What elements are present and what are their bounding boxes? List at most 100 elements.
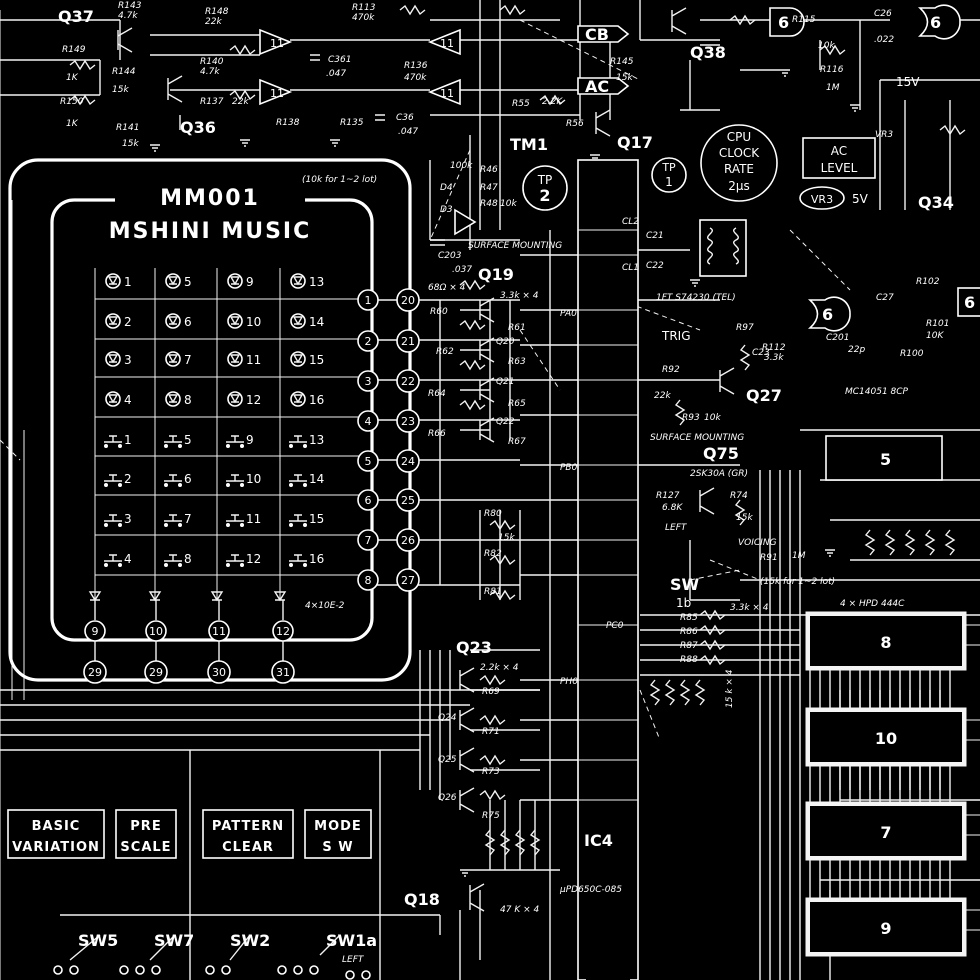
switch-contact [303,563,307,567]
connector-pin [396,449,420,473]
or-gate-6c [807,296,851,332]
row-pin-label: 3 [365,375,372,388]
matrix-switch[interactable]: 4 [104,552,132,567]
connector-pin-label: 22 [401,375,415,388]
tm1-label: TM1 [510,135,548,154]
switch-contact [104,523,108,527]
push-switch-icon [226,554,244,562]
matrix-switch[interactable]: 15 [289,512,324,527]
gate-6a-label: 6 [778,13,789,32]
matrix-led: 5 [165,273,192,289]
bottom-pin-label: 30 [212,666,226,679]
q38-label: Q38 [690,43,726,62]
r137-val: 22k [232,97,249,107]
pattern-clear-button[interactable] [202,809,294,859]
r66-ref: R66 [428,429,446,439]
matrix-led: 13 [290,273,324,289]
matrix-switch[interactable]: 16 [289,552,324,567]
switch-contact [303,444,307,448]
r48-val: 10k [500,199,517,209]
connector-pin [396,568,420,592]
switch-contact [289,563,293,567]
mode-sw-button[interactable] [304,809,372,859]
ph0-pin: PH0 [560,677,578,687]
matrix-switch[interactable]: 14 [289,472,324,487]
switch-contact [289,483,293,487]
matrix-switch[interactable]: 6 [164,472,192,487]
switch-label: 13 [309,433,324,447]
transistor-labels: Q37 Q36 Q38 Q17 Q19 Q20 Q21 Q22 Q23 Q24 … [58,7,954,909]
matrix-switch[interactable]: 13 [289,433,324,448]
row-pin-label: 2 [365,335,372,348]
q19-label: Q19 [478,265,514,284]
led-label: 15 [309,353,324,367]
switch-contact [118,444,122,448]
r135-ref: R135 [340,118,364,128]
switch-label: 6 [184,472,192,486]
switch-contact [226,563,230,567]
switch-label: 3 [124,512,132,526]
column-pin-label: 10 [149,625,163,638]
switch-contact [289,523,293,527]
matrix-switch[interactable]: 11 [226,512,261,527]
matrix-led: 10 [227,313,261,329]
front-panel-buttons: BASIC VARIATION PRE SCALE PATTERN CLEAR … [7,809,372,859]
r46-ref: R46 [480,165,498,175]
q36-label: Q36 [180,118,216,137]
c36-ref: C36 [396,113,414,123]
buffer-gate-11a [259,28,293,56]
matrix-switch[interactable]: 9 [226,433,254,448]
diode-note: 4×10E-2 [305,601,345,611]
matrix-led: 11 [227,351,261,367]
r92-ref: R92 [662,365,680,375]
led-diode-glyph [292,354,304,364]
matrix-switch[interactable]: 8 [164,552,192,567]
r55-ref: R55 [512,99,530,109]
row-pin-label: 4 [365,415,372,428]
led-icon [290,273,306,289]
vr3-badge [799,186,845,210]
matrix-switch[interactable]: 12 [226,552,261,567]
cpu-clock-rate-badge [700,124,778,202]
led-diode-glyph [107,276,119,286]
panel-model: MM001 [160,186,260,211]
c22-ref: C22 [646,261,664,271]
r93-val: 10k [704,413,721,423]
switch-contact [178,523,182,527]
push-switch-icon [289,435,307,443]
r47-ref: R47 [480,183,498,193]
basic-variation-button[interactable] [7,809,105,859]
pre-scale-line1: PRE [130,819,161,834]
r148-val: 22k [205,17,222,27]
matrix-switch[interactable]: 1 [104,433,132,448]
r143-ref: R143 [118,1,142,11]
led-icon [290,351,306,367]
matrix-switch[interactable]: 10 [226,472,261,487]
r55-val: 2.2K [542,97,563,107]
mc14051-chip [825,435,943,481]
panel-brand: MSHINI MUSIC [109,219,312,244]
matrix-switch[interactable]: 5 [164,433,192,448]
switch-label: 12 [246,552,261,566]
matrix-switch[interactable]: 2 [104,472,132,487]
r82-ref: R82 [484,549,502,559]
matrix-switch[interactable]: 7 [164,512,192,527]
sw2-label: SW2 [230,931,270,950]
r22k-note: 2.2k × 4 [480,663,519,673]
switch-contact [178,563,182,567]
row-pin [357,569,379,591]
c361-val: .047 [326,69,346,79]
switch-contact [226,523,230,527]
r136-ref: R136 [404,61,428,71]
row-pin-label: 1 [365,294,372,307]
buffer-gate-11b [259,78,293,106]
r148-ref: R148 [205,7,229,17]
trig-label: TRIG [661,329,691,343]
r47k-note: 47 K × 4 [500,905,539,915]
led-diode-glyph [167,394,179,404]
r100-val: 10K [926,331,944,341]
note-15k-lot: (15k for 1~2 lot) [760,577,835,587]
matrix-switch[interactable]: 3 [104,512,132,527]
r73-ref: R73 [482,767,500,777]
pre-scale-button[interactable] [115,809,177,859]
